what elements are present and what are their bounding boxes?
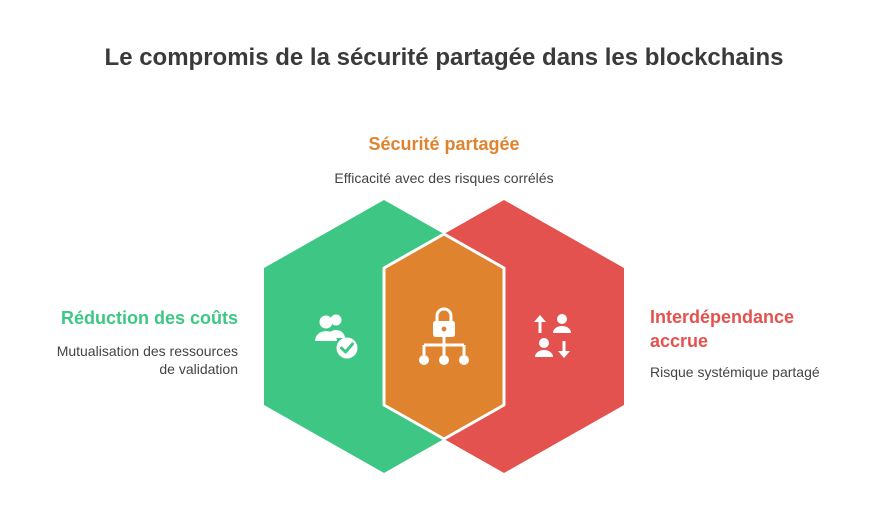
people-exchange-icon [534,314,571,358]
cost-reduction-description: Mutualisation des ressources de validati… [56,343,238,377]
shared-security-description: Efficacité avec des risques corrélés [334,170,554,186]
lock-network-icon [419,307,469,365]
shared-security-title: Sécurité partagée [368,134,520,154]
interdependence-description: Risque systémique partagé [650,364,820,380]
interdependence-title: Interdépendance accrue [650,307,795,351]
diagram-title: Le compromis de la sécurité partagée dan… [104,44,784,71]
users-check-icon [315,314,358,359]
cost-reduction-title: Réduction des coûts [60,308,238,328]
